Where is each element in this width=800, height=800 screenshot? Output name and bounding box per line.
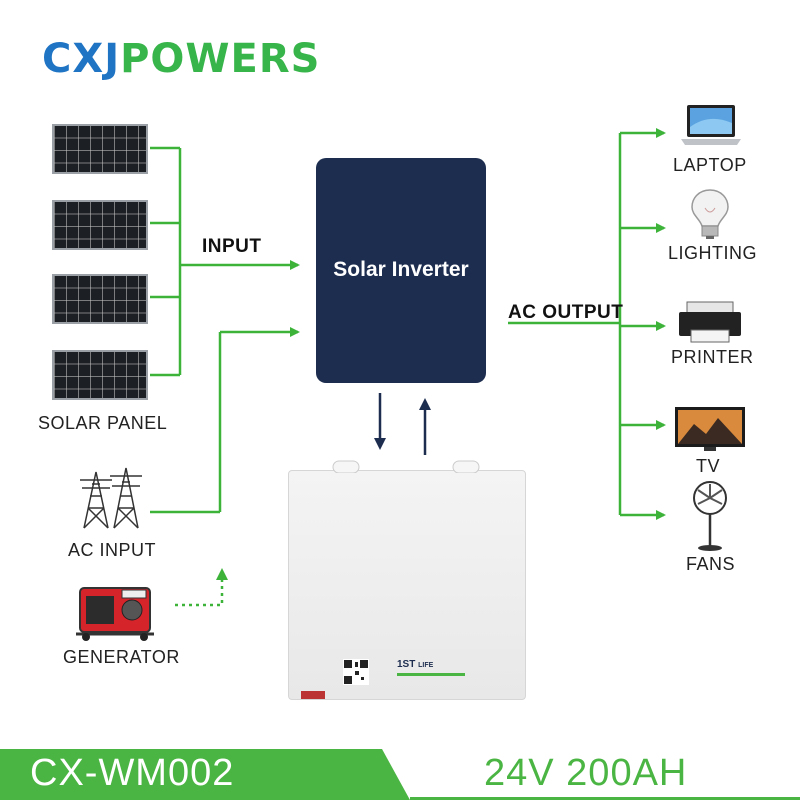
battery-spec: 24V 200AH (484, 752, 688, 794)
output-label-printer: PRINTER (671, 347, 754, 367)
brand-logo-part1: CXJ (42, 36, 121, 82)
battery-stripe (397, 673, 465, 676)
solar-panel-2 (52, 200, 148, 250)
battery-handle-left (332, 460, 360, 473)
generator-arrowhead (216, 568, 228, 580)
battery-brand-main: 1ST (397, 659, 416, 670)
brand-logo-part2: POWERS (120, 36, 321, 82)
solar-panel-4 (52, 350, 148, 400)
solar-panel-label: SOLAR PANEL (38, 413, 168, 433)
light-bulb-icon (691, 189, 729, 239)
output-label-lighting: LIGHTING (668, 243, 758, 263)
ac-input-label: AC INPUT (68, 540, 157, 560)
generator-label: GENERATOR (63, 647, 180, 667)
transmission-tower-icon (80, 467, 142, 529)
input-heading: INPUT (202, 236, 262, 257)
battery-brand-suffix: LIFE (418, 662, 434, 669)
output-label-fans: FANS (686, 554, 736, 574)
brand-logo: CXJPOWERS (42, 36, 320, 82)
solar-panel-3 (52, 274, 148, 324)
battery-brand: 1ST LIFE (397, 659, 433, 670)
generator-icon (76, 587, 154, 641)
laptop-icon (681, 105, 741, 145)
solar-inverter-box: Solar Inverter (316, 158, 486, 383)
solar-panel-1 (52, 124, 148, 174)
inverter-label: Solar Inverter (333, 258, 469, 281)
generator-dotted-line (175, 572, 224, 607)
fan-icon (693, 481, 727, 551)
footer-underline (410, 797, 800, 800)
footer-model-band (0, 749, 410, 800)
qr-code-icon (343, 659, 369, 685)
battery-terminal (301, 691, 325, 699)
output-label-tv: TV (696, 456, 721, 476)
model-number: CX-WM002 (30, 752, 235, 794)
battery-unit: 1ST LIFE (288, 460, 526, 700)
tv-icon (675, 407, 745, 451)
output-label-laptop: LAPTOP (673, 155, 747, 175)
printer-icon (679, 301, 741, 343)
ac-output-heading: AC OUTPUT (508, 302, 624, 323)
battery-handle-right (452, 460, 480, 473)
